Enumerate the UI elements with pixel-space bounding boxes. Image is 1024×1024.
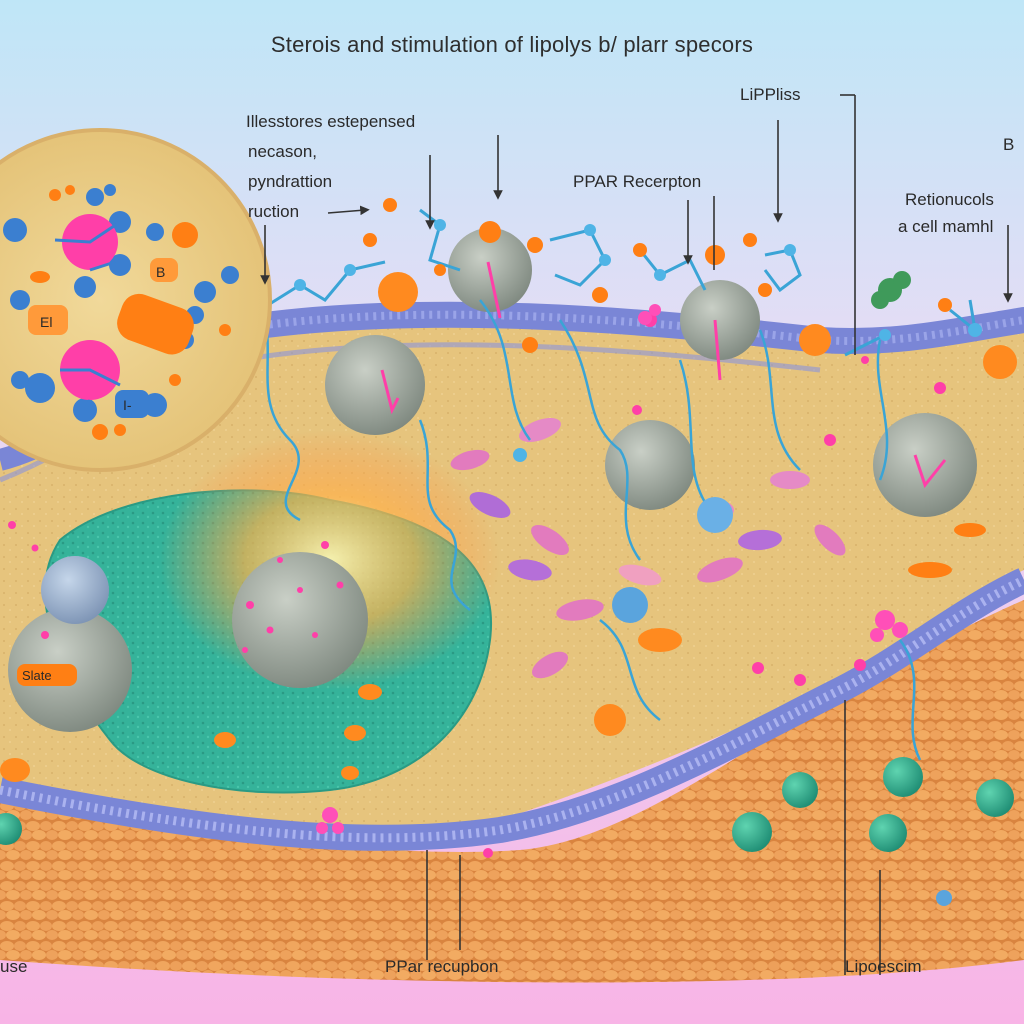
diagram-title: Sterois and stimulation of lipolys b/ pl… [270,32,754,57]
annotation-line-3: pyndrattion [248,172,333,191]
lipid-droplet [41,556,109,624]
ppar-receptor-label: PPAR Recerpton [573,172,702,191]
annotation-line-4: ruction [248,202,300,221]
pointer-lines [260,94,1013,975]
retinucols-label-2: a cell mamhl [898,217,994,236]
green-cluster [871,271,911,309]
lipase-label: LiPPliss [740,85,801,104]
protein-strands [258,299,922,761]
molecule-nodes [253,219,982,623]
inset-tag-3: I- [123,397,132,413]
orange-molecules [0,272,1017,782]
ppar-recupbon-label: PPar recupbon [385,957,499,976]
organelles [450,417,986,679]
teal-beads [0,757,1014,906]
lipid-droplet [605,420,695,510]
pink-particles [8,313,946,858]
retinucols-label-1: Retionucols [905,190,994,209]
cell-membrane-bottom [0,568,1024,851]
b-label: B [1003,135,1015,154]
magnified-inset [0,128,272,472]
activation-arrows [380,261,947,489]
lipid-droplet [325,335,425,435]
vesicles [8,228,977,732]
orange-nodes [363,198,952,353]
adipose-tissue [0,600,1024,983]
pink-clusters [316,304,908,834]
annotation-line-1: Illesstores estepensed [246,112,416,131]
organelle-tag: Slate [22,668,52,683]
lipid-droplet [232,552,368,688]
organelle-tag-shape [17,664,77,686]
bottom-left-label: use [0,957,28,976]
inset-tag-2: B [156,264,166,280]
lipoescim-label: Lipoescim [845,957,922,976]
lipid-droplet [873,413,977,517]
lipid-droplet [680,280,760,360]
inset-tag-1: El [40,314,53,330]
annotation-line-2: necason, [248,142,317,161]
